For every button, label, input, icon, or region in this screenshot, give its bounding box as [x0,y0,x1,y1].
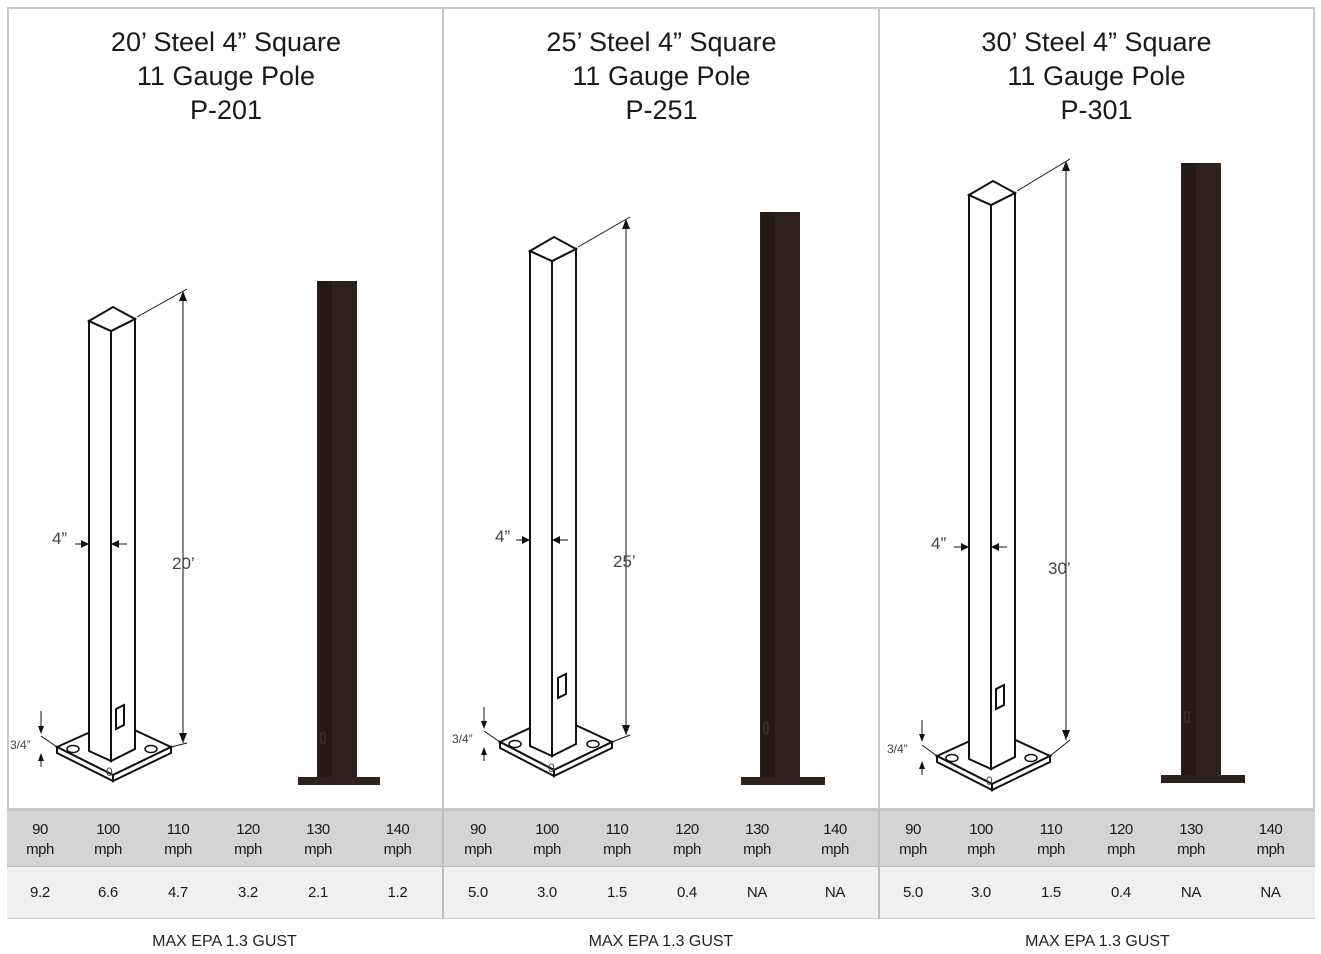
wind-speed-header-row [880,810,1315,867]
base-thickness-label: 3/4” [10,738,31,752]
pole-panel-p201: 20’ Steel 4” Square 11 Gauge Pole P-201 [9,9,443,810]
epa-value-cell: 1.2 [387,884,408,901]
base-mark: 0 [986,774,993,788]
epa-value-cell: 5.0 [903,884,923,901]
model-number: P-251 [625,95,698,125]
panel-divider [442,9,444,810]
epa-value-cell: NA [1260,884,1281,901]
height-label: 30’ [1048,559,1071,578]
epa-value-cell: 6.6 [98,884,118,901]
epa-value-row [880,867,1315,919]
panel-divider [878,9,880,810]
title-line-2: 11 Gauge Pole [572,61,751,91]
wind-speed-header-row [444,810,878,867]
height-label: 20’ [172,554,195,573]
height-label: 25’ [613,552,636,571]
epa-value-cell: 0.4 [1111,884,1131,901]
epa-value-cell: 3.0 [537,884,557,901]
width-label: 4” [495,527,511,546]
epa-value-cell: 2.1 [308,884,328,901]
pole-line-drawing [919,158,1245,792]
title-line-1: 30’ Steel 4” Square [981,27,1212,57]
epa-value-cell: NA [746,884,768,901]
pole-panel-p251: 25’ Steel 4” Square 11 Gauge Pole P-251 … [444,9,879,810]
epa-value-cell: NA [1180,884,1202,901]
model-number: P-301 [1060,95,1133,125]
spec-sheet-frame [7,7,1315,810]
epa-value-cell: 1.5 [607,884,627,901]
pole-title: 30’ Steel 4” Square 11 Gauge Pole P-301 [880,25,1313,127]
epa-value-cell: NA [824,884,846,901]
wind-speed-header-row [7,810,442,867]
pole-panel-p301: 30’ Steel 4” Square 11 Gauge Pole P-301 … [880,9,1313,810]
max-epa-note-p301: MAX EPA 1.3 GUST [1025,933,1170,950]
epa-value-cell: 5.0 [468,884,488,901]
epa-value-cell: 0.4 [677,884,697,901]
base-thickness-label: 3/4” [452,732,473,746]
pole-title: 20’ Steel 4” Square 11 Gauge Pole P-201 [9,25,443,127]
base-mark: 0 [548,761,555,775]
epa-value-cell: 4.7 [168,884,188,901]
title-line-2: 11 Gauge Pole [1007,61,1186,91]
title-line-1: 20’ Steel 4” Square [110,27,342,57]
pole-title: 25’ Steel 4” Square 11 Gauge Pole P-251 [444,25,879,127]
epa-value-cell: 1.5 [1041,884,1061,901]
epa-value-cell: 9.2 [30,884,50,901]
epa-value-cell: 3.2 [238,884,258,901]
title-line-2: 11 Gauge Pole [136,61,316,91]
base-thickness-label: 3/4” [887,742,908,756]
width-label: 4” [52,529,68,548]
max-epa-note-p201: MAX EPA 1.3 GUST [152,933,297,950]
title-line-1: 25’ Steel 4” Square [546,27,777,57]
model-number: P-201 [189,95,263,125]
epa-value-row [7,867,442,919]
table-divider [878,810,880,919]
max-epa-note-p251: MAX EPA 1.3 GUST [588,933,734,950]
pole-line-drawing [38,281,380,785]
epa-value-cell: 3.0 [971,884,991,901]
width-label: 4” [931,534,947,553]
base-mark: 0 [106,765,113,779]
pole-line-drawing [481,212,825,785]
epa-value-row [444,867,878,919]
table-divider [442,810,444,919]
